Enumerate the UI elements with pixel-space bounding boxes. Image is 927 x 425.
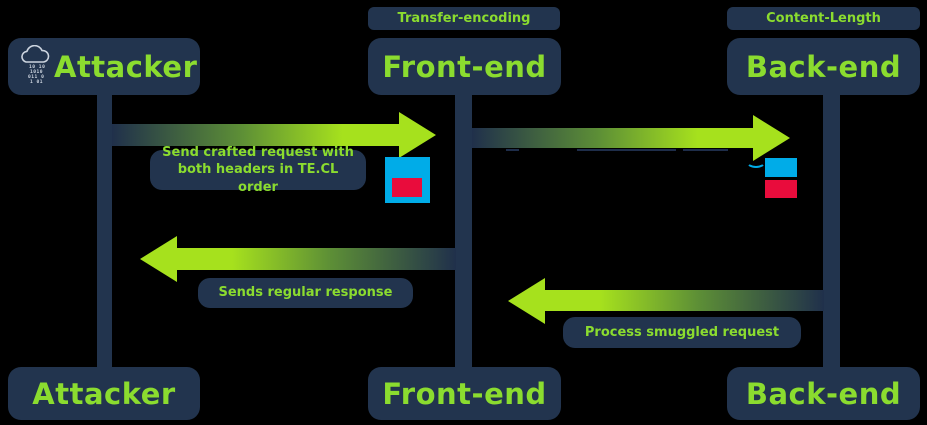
regular-response-label-box: Sends regular response	[198, 278, 413, 308]
content-length-header: Content-Length	[727, 7, 920, 30]
svg-text:10 10: 10 10	[29, 64, 45, 70]
split-request-block-red	[765, 180, 797, 198]
crafted-request-arrow-body	[112, 124, 400, 146]
backend-top-box: Back-end	[727, 38, 920, 95]
frontend-lifeline	[455, 90, 472, 372]
crafted-request-label: Send crafted request with both headers i…	[162, 144, 354, 195]
content-length-label: Content-Length	[766, 11, 881, 26]
frontend-bottom-label: Front-end	[382, 376, 547, 411]
split-request-block-blue	[765, 158, 797, 177]
svg-text:011 0: 011 0	[28, 74, 44, 80]
backend-top-label: Back-end	[745, 49, 902, 84]
smuggled-request-label: Process smuggled request	[584, 324, 780, 340]
faint-line-segment	[683, 149, 728, 151]
transfer-encoding-header: Transfer-encoding	[368, 7, 560, 30]
attacker-top-box: 10 10 1010 011 0 1 01 Attacker	[8, 38, 200, 95]
backend-bottom-box: Back-end	[727, 367, 920, 420]
split-mark-arc	[746, 155, 766, 168]
frontend-bottom-box: Front-end	[368, 367, 561, 420]
backend-bottom-label: Back-end	[745, 376, 902, 411]
faint-line-segment	[577, 149, 676, 151]
frontend-top-box: Front-end	[368, 38, 561, 95]
svg-text:1010: 1010	[30, 69, 43, 75]
cloud-binary-rain-icon: 10 10 1010 011 0 1 01	[21, 44, 50, 85]
regular-response-label: Sends regular response	[218, 285, 393, 301]
forward-request-arrow-body	[472, 128, 754, 148]
forward-request-arrowhead	[753, 115, 790, 161]
crafted-request-arrowhead	[399, 112, 436, 158]
backend-lifeline	[823, 90, 840, 372]
smuggled-request-label-box: Process smuggled request	[563, 317, 801, 348]
attacker-bottom-label: Attacker	[32, 376, 176, 411]
attacker-top-label: Attacker	[54, 49, 198, 84]
combined-request-block-red	[392, 178, 422, 197]
attacker-lifeline	[97, 90, 112, 372]
svg-text:1 01: 1 01	[30, 79, 43, 85]
crafted-request-label-box: Send crafted request with both headers i…	[150, 145, 366, 195]
attacker-bottom-box: Attacker	[8, 367, 200, 420]
regular-response-arrow-body	[176, 248, 456, 270]
regular-response-arrowhead	[140, 236, 177, 282]
faint-line-segment	[506, 149, 519, 151]
smuggled-request-arrowhead	[508, 278, 545, 324]
transfer-encoding-label: Transfer-encoding	[397, 11, 531, 26]
frontend-top-label: Front-end	[382, 49, 547, 84]
smuggled-request-arrow-body	[544, 290, 824, 311]
